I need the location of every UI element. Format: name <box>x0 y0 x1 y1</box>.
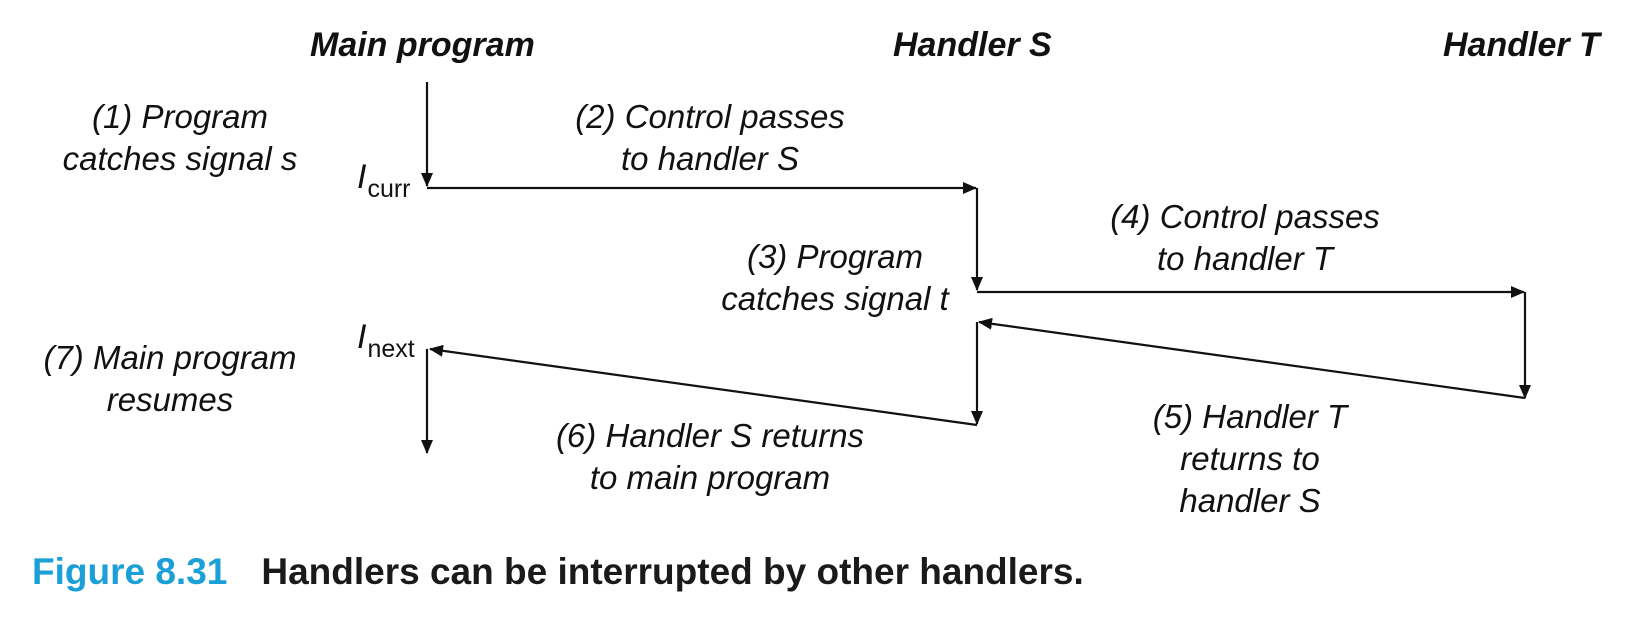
icurr-symbol: I <box>357 158 367 196</box>
step-7-line-2: resumes <box>106 381 234 418</box>
step-4-label: (4) Control passes to handler T <box>1090 196 1400 280</box>
figure-caption-text: Handlers can be interrupted by other han… <box>261 551 1084 592</box>
step-4-line-1: (4) Control passes <box>1110 198 1380 235</box>
step-1-label: (1) Program catches signal s <box>40 96 320 180</box>
step-2-line-1: (2) Control passes <box>575 98 845 135</box>
step-6-label: (6) Handler S returns to main program <box>530 415 890 499</box>
main-program-heading: Main program <box>310 26 535 64</box>
step-2-line-2: to handler S <box>621 140 799 177</box>
step-3-line-1: (3) Program <box>746 238 924 275</box>
step-4-line-2: to handler T <box>1156 240 1334 277</box>
inext-subscript: next <box>367 335 415 363</box>
step-3-label: (3) Program catches signal t <box>700 236 970 320</box>
handler-t-heading: Handler T <box>1443 26 1600 64</box>
inext-symbol: I <box>357 318 367 356</box>
step-7-line-1: (7) Main program <box>43 339 297 376</box>
step-6-line-1: (6) Handler S returns <box>555 417 865 454</box>
step-7-label: (7) Main program resumes <box>25 337 315 421</box>
step-3-line-2: catches signal t <box>721 280 949 317</box>
return-to-main-arrow <box>429 344 978 427</box>
step-5-line-2: returns to <box>1180 440 1320 477</box>
step-1-line-2: catches signal s <box>62 140 298 177</box>
step-5-label: (5) Handler T returns to handler S <box>1125 396 1375 522</box>
figure-number: Figure 8.31 <box>32 551 228 592</box>
step-5-line-1: (5) Handler T <box>1152 398 1348 435</box>
step-6-line-2: to main program <box>589 459 831 496</box>
step-5-line-3: handler S <box>1179 482 1321 519</box>
step-1-line-1: (1) Program <box>91 98 269 135</box>
step-2-label: (2) Control passes to handler S <box>555 96 865 180</box>
return-to-handler-s-arrow <box>978 317 1526 400</box>
icurr-label: Icurr <box>357 158 411 203</box>
handler-s-heading: Handler S <box>893 26 1052 64</box>
icurr-subscript: curr <box>367 175 411 203</box>
figure-caption: Figure 8.31 Handlers can be interrupted b… <box>32 551 1084 593</box>
inext-label: Inext <box>357 318 415 363</box>
